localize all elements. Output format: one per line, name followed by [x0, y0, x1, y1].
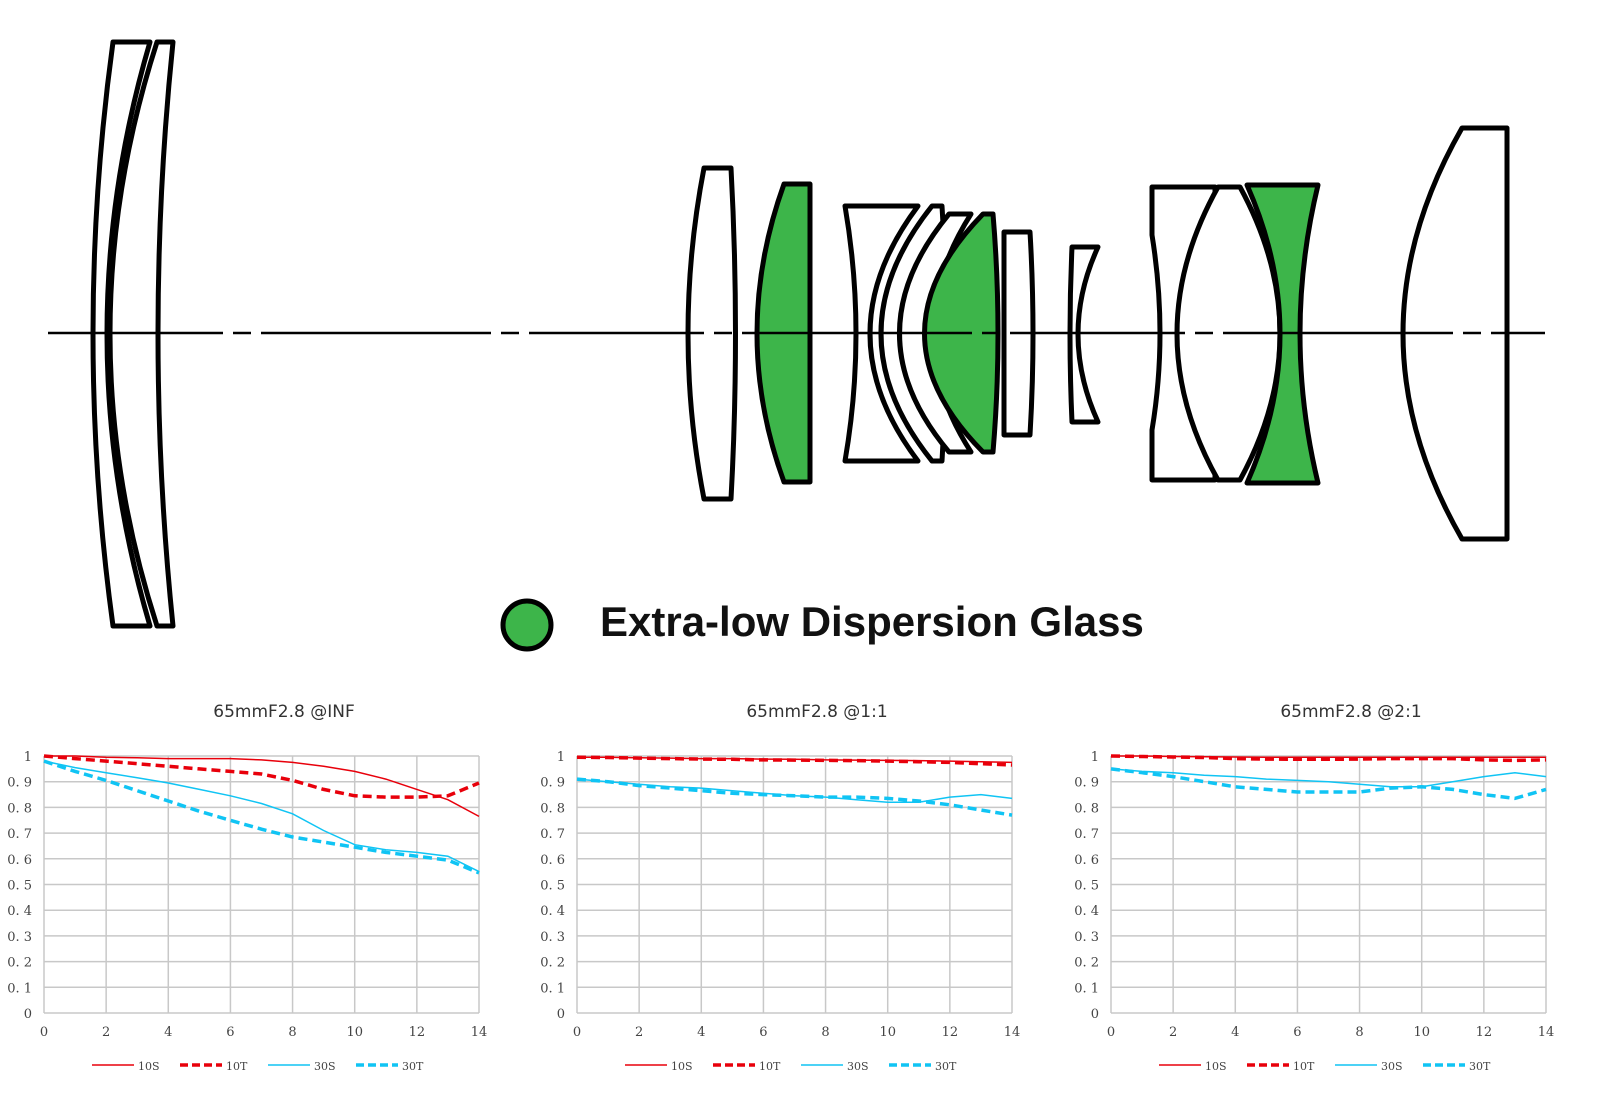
chart-title: 65mmF2.8 @INF: [213, 702, 355, 722]
y-tick-label: 0. 4: [1074, 904, 1099, 919]
series-line-30t: [1110, 767, 1547, 801]
series-line-10s: [44, 755, 480, 818]
x-tick-label: 2: [102, 1025, 110, 1040]
y-tick-label: 0. 5: [540, 879, 565, 894]
legend-label-10t: 10T: [1293, 1060, 1315, 1073]
x-tick-label: 14: [471, 1025, 488, 1040]
y-tick-label: 0. 6: [540, 853, 565, 868]
y-tick-label: 0. 2: [1074, 956, 1099, 971]
y-tick-label: 0. 9: [1074, 776, 1099, 791]
y-tick-label: 0. 5: [1074, 879, 1099, 894]
y-tick-label: 0. 1: [7, 981, 32, 996]
legend-label-10s: 10S: [671, 1060, 693, 1073]
x-tick-label: 14: [1004, 1025, 1021, 1040]
legend-label-10t: 10T: [226, 1060, 248, 1073]
legend-label-10t: 10T: [759, 1060, 781, 1073]
y-tick-label: 0. 4: [540, 904, 565, 919]
y-tick-label: 0. 3: [540, 930, 565, 945]
y-tick-label: 0. 8: [7, 801, 32, 816]
y-tick-label: 0: [1091, 1007, 1099, 1022]
lens-element-5: [842, 203, 921, 464]
x-tick-label: 4: [164, 1025, 172, 1040]
chart-title: 65mmF2.8 @2:1: [1280, 702, 1422, 722]
x-tick-label: 4: [697, 1025, 705, 1040]
series-line-10t: [43, 754, 480, 799]
x-tick-label: 6: [759, 1025, 767, 1040]
series-line-30s: [576, 778, 1013, 804]
y-tick-label: 0. 5: [7, 879, 32, 894]
ed-glass-legend-icon: [500, 598, 554, 652]
y-tick-label: 0. 3: [7, 930, 32, 945]
lens-element-1: [90, 39, 153, 629]
y-tick-label: 0. 7: [1074, 827, 1099, 842]
mtf-chart-1to1: 65mmF2.8 @1:1 0 0. 1 0. 2 0. 3 0. 4 0. 5 0. 6 0…: [533, 700, 1053, 1100]
series-line-30s: [1110, 768, 1547, 788]
y-tick-label: 0. 8: [540, 801, 565, 816]
x-tick-label: 0: [573, 1025, 581, 1040]
y-tick-label: 0. 2: [7, 956, 32, 971]
y-tick-label: 0. 9: [7, 776, 32, 791]
y-tick-label: 0. 1: [1074, 981, 1099, 996]
x-tick-label: 4: [1231, 1025, 1239, 1040]
y-tick-label: 0. 9: [540, 776, 565, 791]
series-line-30t: [43, 759, 480, 875]
y-tick-label: 0. 8: [1074, 801, 1099, 816]
x-tick-label: 2: [1169, 1025, 1177, 1040]
x-tick-label: 10: [1413, 1025, 1430, 1040]
y-tick-label: 1: [1091, 750, 1099, 765]
legend-label-10s: 10S: [1205, 1060, 1227, 1073]
y-tick-label: 0. 2: [540, 956, 565, 971]
lens-element-3: [685, 165, 738, 502]
x-tick-label: 12: [1476, 1025, 1493, 1040]
x-tick-label: 6: [226, 1025, 234, 1040]
legend-label-10s: 10S: [138, 1060, 160, 1073]
lens-element-10: [1067, 244, 1101, 425]
x-tick-label: 12: [409, 1025, 426, 1040]
y-tick-label: 1: [557, 750, 565, 765]
legend-label-30s: 30S: [847, 1060, 869, 1073]
x-tick-label: 14: [1538, 1025, 1555, 1040]
y-tick-label: 0. 3: [1074, 930, 1099, 945]
y-tick-label: 0: [557, 1007, 565, 1022]
chart-title: 65mmF2.8 @1:1: [746, 702, 888, 722]
legend-label-30s: 30S: [1381, 1060, 1403, 1073]
legend-label-30s: 30S: [314, 1060, 336, 1073]
x-tick-label: 8: [1355, 1025, 1363, 1040]
mtf-chart-inf: 65mmF2.8 @INF 0 0. 1 0. 2 0. 3 0. 4 0. 5 0. 6 0…: [0, 700, 520, 1100]
x-tick-label: 10: [879, 1025, 896, 1040]
y-tick-label: 0. 1: [540, 981, 565, 996]
y-tick-label: 0: [24, 1007, 32, 1022]
lens-element-14: [1400, 125, 1510, 542]
x-tick-label: 0: [40, 1025, 48, 1040]
x-tick-label: 12: [942, 1025, 959, 1040]
y-tick-label: 1: [24, 750, 32, 765]
series-line-30t: [576, 777, 1013, 817]
x-tick-label: 2: [635, 1025, 643, 1040]
y-tick-label: 0. 6: [7, 853, 32, 868]
series-line-10t: [576, 755, 1013, 767]
lens-construction-diagram: [48, 39, 1545, 652]
y-tick-label: 0. 4: [7, 904, 32, 919]
x-tick-label: 8: [288, 1025, 296, 1040]
y-tick-label: 0. 7: [540, 827, 565, 842]
mtf-chart-2to1: 65mmF2.8 @2:1 0 0. 1 0. 2 0. 3 0. 4 0. 5 0. 6 0…: [1067, 700, 1587, 1100]
legend-label-30t: 30T: [1469, 1060, 1491, 1073]
x-tick-label: 0: [1107, 1025, 1115, 1040]
legend-label-30t: 30T: [935, 1060, 957, 1073]
x-tick-label: 10: [346, 1025, 363, 1040]
y-tick-label: 0. 7: [7, 827, 32, 842]
legend-label-30t: 30T: [402, 1060, 424, 1073]
x-tick-label: 6: [1293, 1025, 1301, 1040]
ed-glass-legend-label: Extra-low Dispersion Glass: [600, 598, 1144, 645]
series-line-10t: [1110, 754, 1547, 763]
series-line-30s: [43, 760, 480, 873]
x-tick-label: 8: [821, 1025, 829, 1040]
y-tick-label: 0. 6: [1074, 853, 1099, 868]
